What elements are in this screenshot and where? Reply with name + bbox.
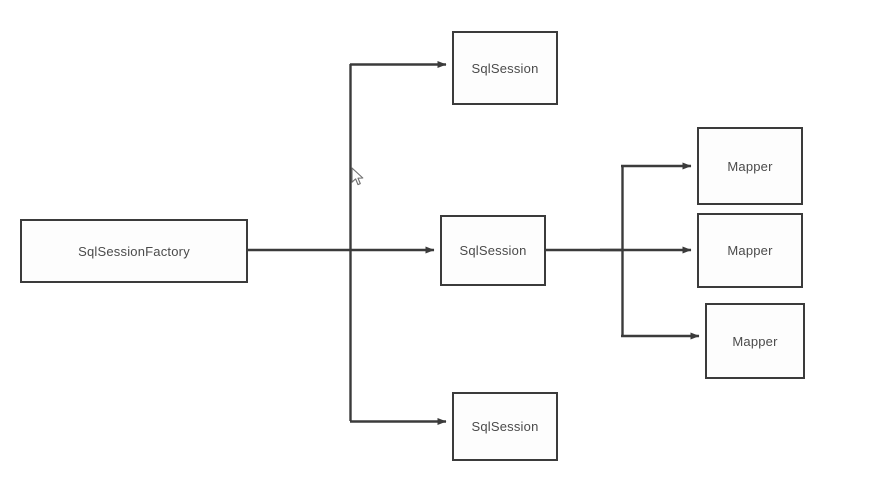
node-sqlsession-middle[interactable]: SqlSession <box>440 215 546 286</box>
mouse-cursor-icon <box>351 167 364 186</box>
node-mapper-top[interactable]: Mapper <box>697 127 803 205</box>
node-sqlsession-bottom[interactable]: SqlSession <box>452 392 558 461</box>
node-label-mapper-bottom: Mapper <box>732 333 778 349</box>
node-sqlsessionfactory[interactable]: SqlSessionFactory <box>20 219 248 283</box>
node-label-sqlsession-middle: SqlSession <box>459 243 527 258</box>
node-mapper-middle[interactable]: Mapper <box>697 213 803 288</box>
node-label-mapper-top: Mapper <box>727 158 773 174</box>
node-label-sqlsessionfactory: SqlSessionFactory <box>78 243 190 259</box>
node-sqlsession-top[interactable]: SqlSession <box>452 31 558 105</box>
node-mapper-bottom[interactable]: Mapper <box>705 303 805 379</box>
node-label-sqlsession-bottom: SqlSession <box>471 419 539 434</box>
node-label-mapper-middle: Mapper <box>727 243 773 258</box>
node-label-sqlsession-top: SqlSession <box>471 60 539 76</box>
